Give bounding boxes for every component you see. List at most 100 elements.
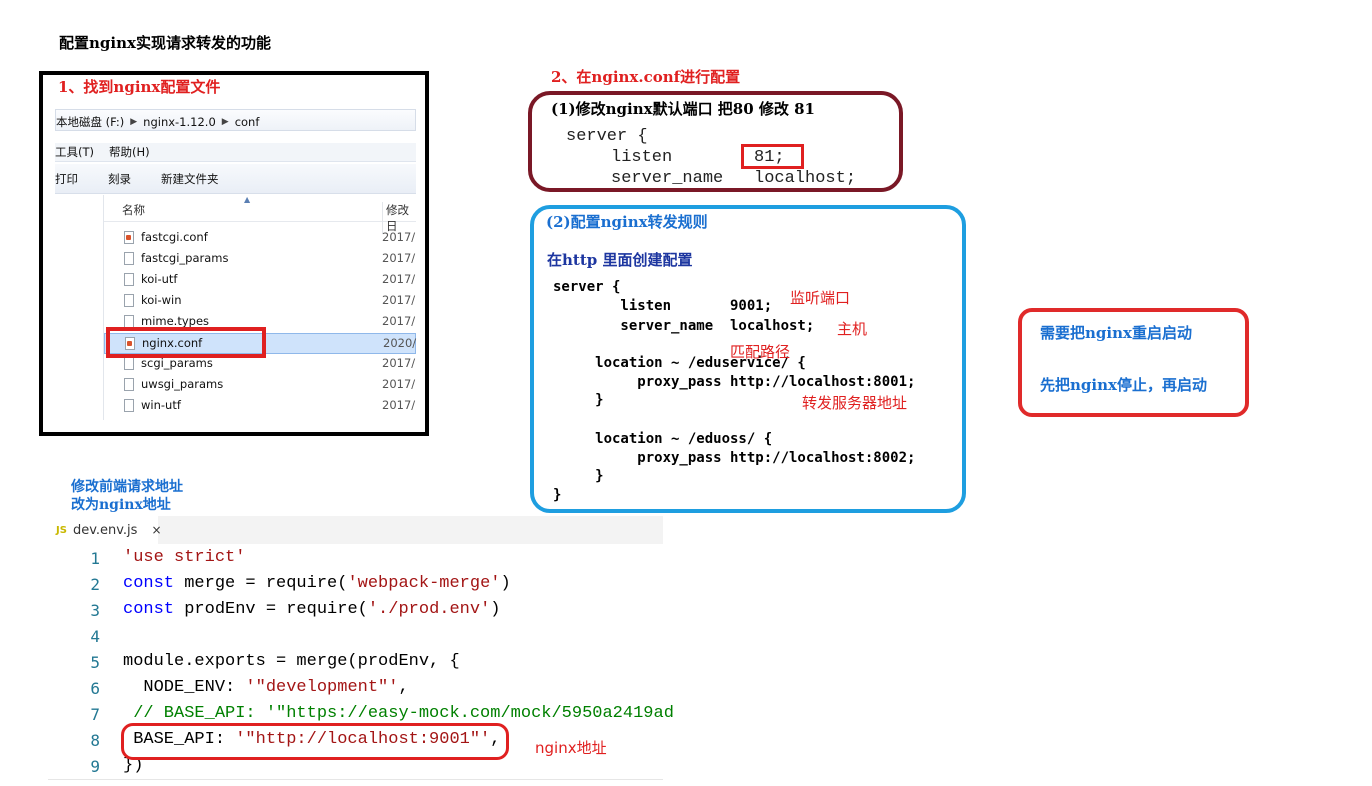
cfg-line: } <box>553 487 562 503</box>
restart-note-line1: 需要把nginx重启启动 <box>1040 324 1192 342</box>
forward-server-note: 转发服务器地址 <box>802 394 908 412</box>
cfg-line: proxy_pass http://localhost:8002; <box>553 450 916 466</box>
new-folder-button[interactable]: 新建文件夹 <box>161 171 219 186</box>
breadcrumb-folder[interactable]: nginx-1.12.0 <box>143 114 216 129</box>
breadcrumb-drive[interactable]: 本地磁盘 (F:) <box>56 114 125 129</box>
file-row[interactable]: mime.types 2017/ <box>104 312 416 333</box>
line-number: 7 <box>90 705 100 724</box>
address-bar[interactable]: 本地磁盘 (F:) ▶ nginx-1.12.0 ▶ conf <box>55 109 416 131</box>
cfg-line: } <box>553 392 604 408</box>
menu-bar: 工具(T) 帮助(H) <box>55 143 416 162</box>
conf-file-icon <box>125 337 135 350</box>
cfg-line: location ~ /eduoss/ { <box>553 431 773 447</box>
js-file-icon: JS <box>56 524 67 536</box>
code-text: BASE_API: <box>123 730 236 749</box>
match-path-note: 匹配路径 <box>730 343 791 361</box>
file-icon <box>124 252 134 265</box>
navigation-pane[interactable] <box>55 195 104 420</box>
file-name: koi-win <box>141 293 182 307</box>
restart-note-box <box>1018 308 1249 417</box>
file-row[interactable]: koi-win 2017/ <box>104 291 416 312</box>
host-note: 主机 <box>837 320 868 338</box>
editor-tab-bar: JS dev.env.js × <box>48 516 663 544</box>
line-number: 3 <box>90 601 100 620</box>
code-line[interactable]: 'use strict' <box>123 548 245 567</box>
burn-button[interactable]: 刻录 <box>108 171 131 186</box>
file-row[interactable]: win-utf 2017/ <box>104 396 416 417</box>
close-icon[interactable]: × <box>151 523 162 537</box>
code-string: './prod.env' <box>367 600 491 619</box>
forward-step-subheading: 在http 里面创建配置 <box>547 251 693 269</box>
port-config-box <box>528 91 903 192</box>
chevron-right-icon: ▶ <box>221 116 229 127</box>
code-line[interactable]: }) <box>123 756 144 775</box>
menu-help[interactable]: 帮助(H) <box>109 145 150 159</box>
server-name-value: localhost; <box>754 169 857 188</box>
port-highlight <box>741 144 804 169</box>
code-line[interactable]: BASE_API: '"http://localhost:9001"', <box>123 730 500 749</box>
print-button[interactable]: 打印 <box>55 171 78 186</box>
file-date: 2017/ <box>382 356 416 370</box>
line-number: 9 <box>90 757 100 776</box>
cfg-line: location ~ /eduservice/ { <box>553 355 806 371</box>
file-icon <box>124 378 134 391</box>
file-icon <box>124 294 134 307</box>
page-title: 配置nginx实现请求转发的功能 <box>59 34 271 52</box>
breadcrumb-conf[interactable]: conf <box>234 114 260 129</box>
code-line[interactable]: const prodEnv = require('./prod.env') <box>123 600 500 619</box>
file-name: nginx.conf <box>142 336 203 350</box>
tab-dev-env-js[interactable]: JS dev.env.js × <box>48 516 162 544</box>
explorer-frame <box>39 71 429 436</box>
file-date: 2017/ <box>382 398 416 412</box>
column-name[interactable]: 名称 <box>122 203 145 217</box>
file-icon <box>124 399 134 412</box>
frontend-note-line2: 改为nginx地址 <box>71 497 171 513</box>
file-row[interactable]: koi-utf 2017/ <box>104 270 416 291</box>
line-number: 8 <box>90 731 100 750</box>
listen-value: 81; <box>754 148 785 167</box>
line-number: 1 <box>90 549 100 568</box>
file-row[interactable]: fastcgi_params 2017/ <box>104 249 416 270</box>
code-comment-line[interactable]: // BASE_API: '"https://easy-mock.com/moc… <box>123 704 674 723</box>
file-explorer-window: 本地磁盘 (F:) ▶ nginx-1.12.0 ▶ conf 工具(T) 帮助… <box>55 109 416 420</box>
forward-step-heading: (2)配置nginx转发规则 <box>546 213 708 231</box>
cfg-line: listen 9001; <box>553 298 773 314</box>
code-line[interactable]: const merge = require('webpack-merge') <box>123 574 511 593</box>
file-name: fastcgi_params <box>141 251 229 265</box>
cfg-line: } <box>553 468 604 484</box>
menu-tools[interactable]: 工具(T) <box>55 145 94 159</box>
file-row[interactable]: uwsgi_params 2017/ <box>104 375 416 396</box>
code-line[interactable]: NODE_ENV: '"development"', <box>123 678 408 697</box>
line-number: 6 <box>90 679 100 698</box>
tab-label: dev.env.js <box>72 522 138 538</box>
listen-key: listen <box>611 148 673 167</box>
column-header: ▲ 名称 修改日 <box>104 195 416 234</box>
nginx-address-note: nginx地址 <box>535 739 607 757</box>
config-section-title: 2、在nginx.conf进行配置 <box>551 68 741 86</box>
explorer-section-title: 1、找到nginx配置文件 <box>58 78 221 96</box>
code-text: ) <box>490 600 501 619</box>
sort-arrow-icon: ▲ <box>244 195 251 204</box>
port-step-heading: (1)修改nginx默认端口 把80 修改 81 <box>551 100 815 118</box>
code-text: merge = require( <box>174 574 348 593</box>
chevron-right-icon: ▶ <box>130 116 138 127</box>
file-date: 2017/ <box>382 314 416 328</box>
forward-rules-box <box>530 205 966 513</box>
file-name: scgi_params <box>141 356 213 370</box>
server-block-open: server { <box>566 127 648 146</box>
code-line[interactable]: module.exports = merge(prodEnv, { <box>123 652 460 671</box>
code-keyword: const <box>123 600 175 619</box>
editor-divider <box>48 779 663 780</box>
line-number: 4 <box>90 627 100 646</box>
code-text: NODE_ENV: <box>123 678 246 697</box>
cfg-line: server_name localhost; <box>553 318 815 334</box>
file-date: 2017/ <box>382 230 416 244</box>
code-text: prodEnv = require( <box>174 600 368 619</box>
column-date[interactable]: 修改日 <box>382 202 416 234</box>
conf-file-icon <box>124 231 134 244</box>
file-row[interactable]: fastcgi.conf 2017/ <box>104 228 416 249</box>
base-api-highlight <box>121 723 509 760</box>
toolbar: 打印 刻录 新建文件夹 <box>55 164 416 194</box>
file-row-selected[interactable]: nginx.conf 2020/ <box>104 333 416 354</box>
file-name: mime.types <box>141 314 210 328</box>
